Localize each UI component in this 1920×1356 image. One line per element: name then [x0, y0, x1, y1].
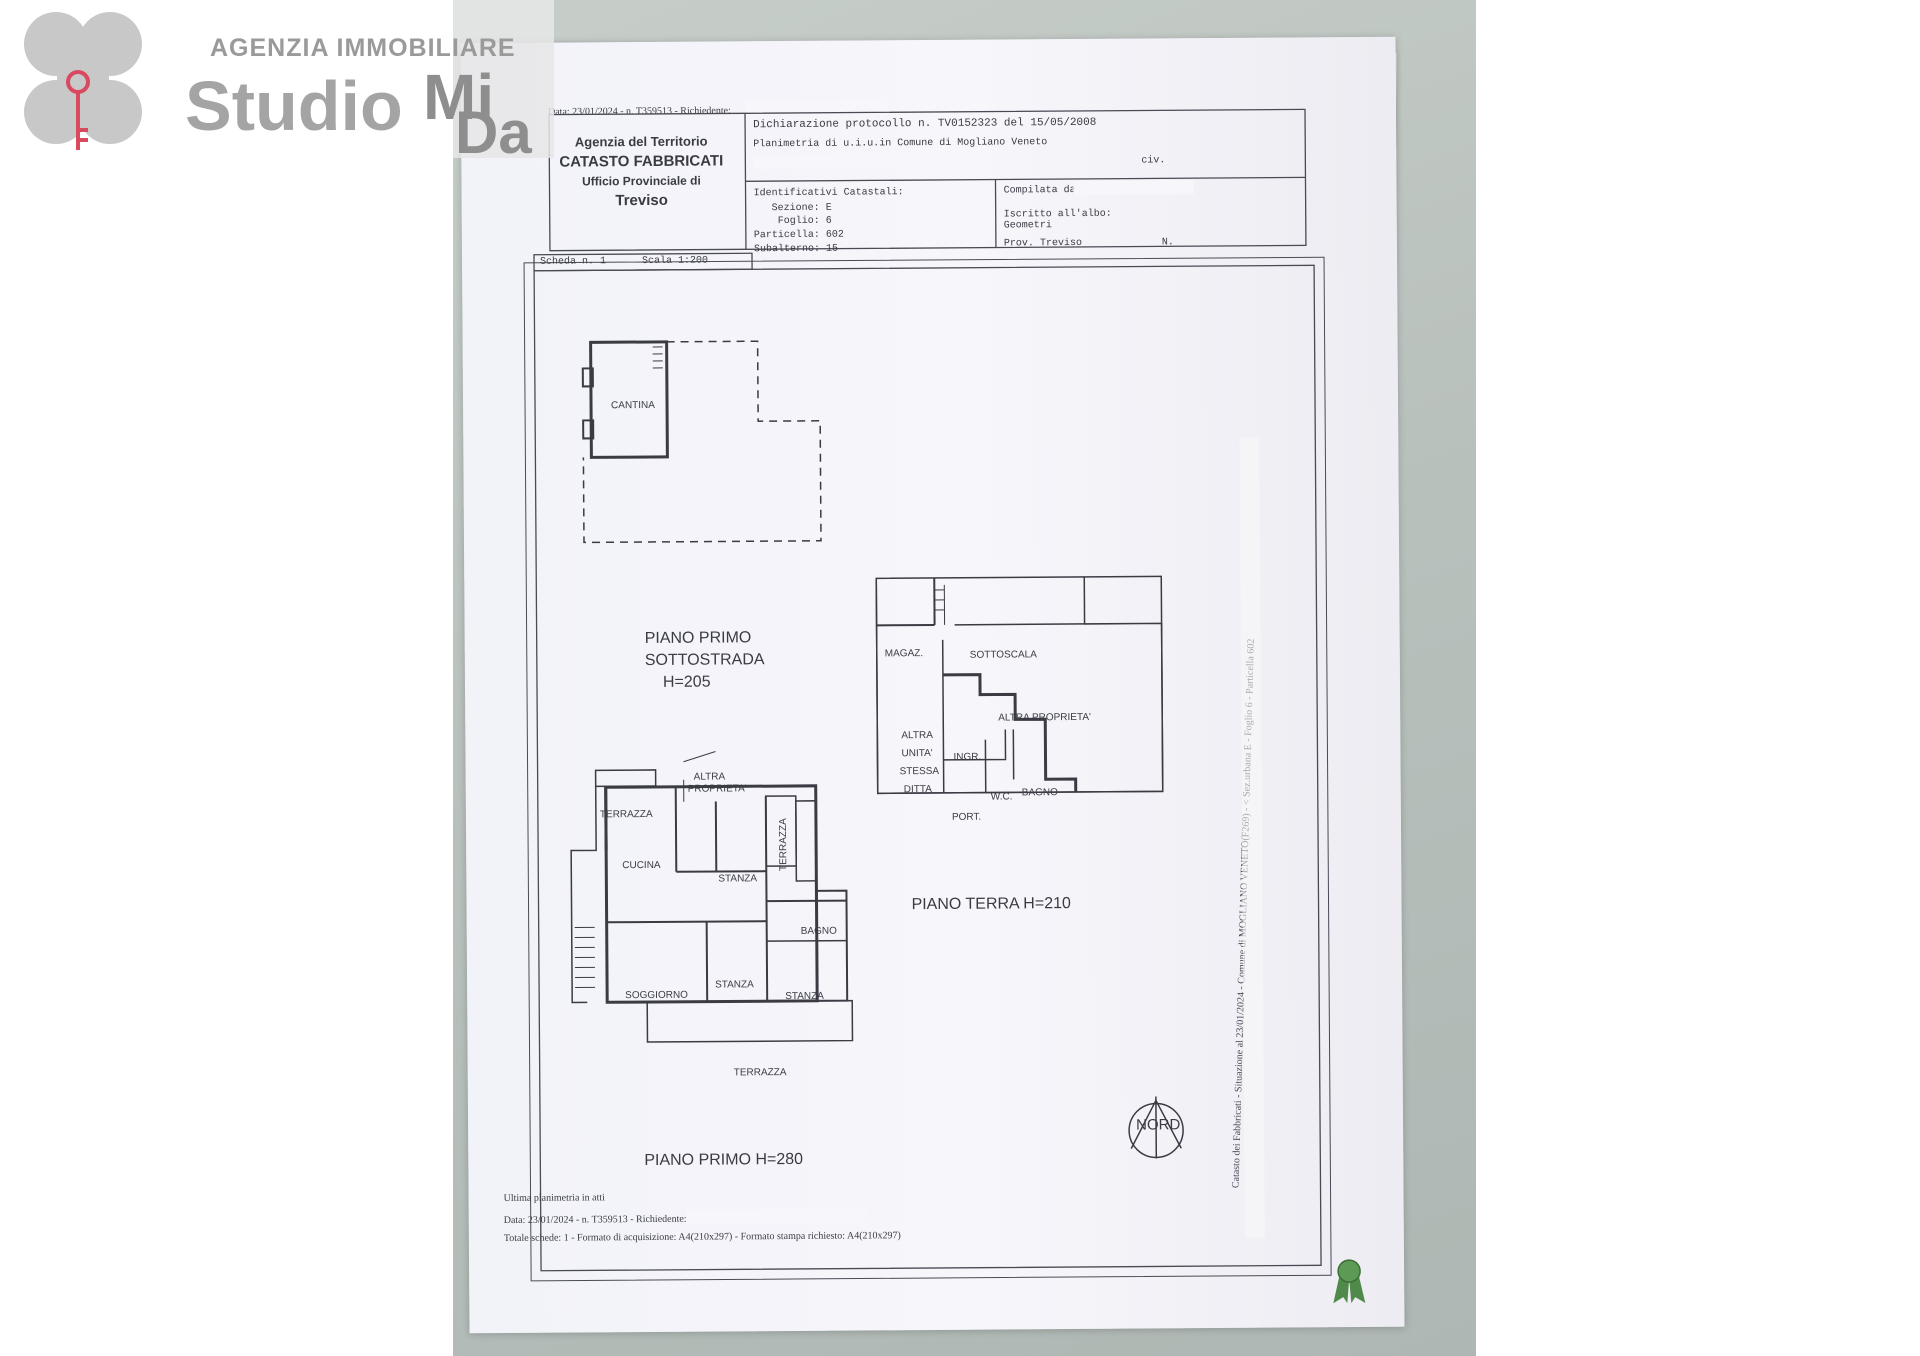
label-piano-primo: PIANO PRIMO H=280 [644, 1150, 804, 1170]
room-terrazza-bottom: TERRAZZA [733, 1067, 787, 1079]
label-sottostrada-h: H=205 [662, 673, 711, 691]
ribbon-stamp-icon [1333, 1259, 1366, 1304]
clover-logo-icon [24, 12, 142, 150]
plan-sottostrada [581, 340, 822, 544]
watermark-studio: Studio [185, 67, 403, 145]
room-stanza-1: STANZA [718, 873, 758, 885]
room-altra-unita-2: UNITA' [901, 748, 933, 760]
label-sottostrada-1: PIANO PRIMO [644, 629, 752, 648]
header-frame [523, 108, 1332, 1282]
label-piano-terra: PIANO TERRA H=210 [911, 895, 1071, 914]
room-altra-1: ALTRA [693, 771, 726, 783]
room-cantina: CANTINA [611, 399, 655, 412]
watermark-agency: AGENZIA IMMOBILIARE [210, 34, 516, 62]
room-sottoscala: SOTTOSCALA [969, 649, 1037, 661]
redaction [686, 1208, 867, 1224]
agency-watermark: AGENZIA IMMOBILIARE Studio Mi Da [0, 0, 554, 166]
label-sottostrada-2: SOTTOSTRADA [644, 651, 765, 670]
room-magaz: MAGAZ. [884, 648, 924, 660]
footer-data: Data: 23/01/2024 - n. T359513 - Richiede… [503, 1213, 687, 1227]
watermark-box [453, 0, 554, 158]
room-altra-2: PROPRIETA' [687, 783, 747, 795]
room-soggiorno: SOGGIORNO [625, 989, 688, 1002]
plan-terra [875, 575, 1164, 795]
room-cucina: CUCINA [622, 859, 661, 872]
floor-plans [570, 340, 1184, 1159]
room-altra-proprieta: ALTRA PROPRIETA' [998, 711, 1091, 724]
room-bagno-primo: BAGNO [800, 925, 837, 937]
room-terrazza-side: TERRAZZA [777, 818, 790, 872]
catasto-sheet: Data: 23/01/2024 - n. T359513 - Richiede… [460, 36, 1405, 1334]
room-stanza-2: STANZA [715, 979, 754, 991]
room-altra-unita-1: ALTRA [901, 729, 933, 742]
room-terrazza-top: TERRAZZA [599, 808, 653, 821]
room-bagno-terra: BAGNO [1021, 787, 1058, 799]
room-ingr: INGR. [953, 751, 982, 763]
room-wc: W.C. [990, 791, 1013, 803]
room-altra-unita-3: STESSA [899, 765, 940, 778]
watermark-mi: Mi [423, 61, 495, 133]
plan-primo [570, 751, 854, 1043]
room-altra-unita-4: DITTA [903, 784, 932, 796]
watermark-da: Da [455, 99, 532, 166]
compass-icon [1128, 1096, 1184, 1159]
room-stanza-3: STANZA [785, 990, 824, 1003]
compass-label: NORD [1136, 1116, 1181, 1134]
footer-ultima: Ultima planimetria in atti [503, 1192, 605, 1205]
room-port: PORT. [951, 811, 982, 823]
